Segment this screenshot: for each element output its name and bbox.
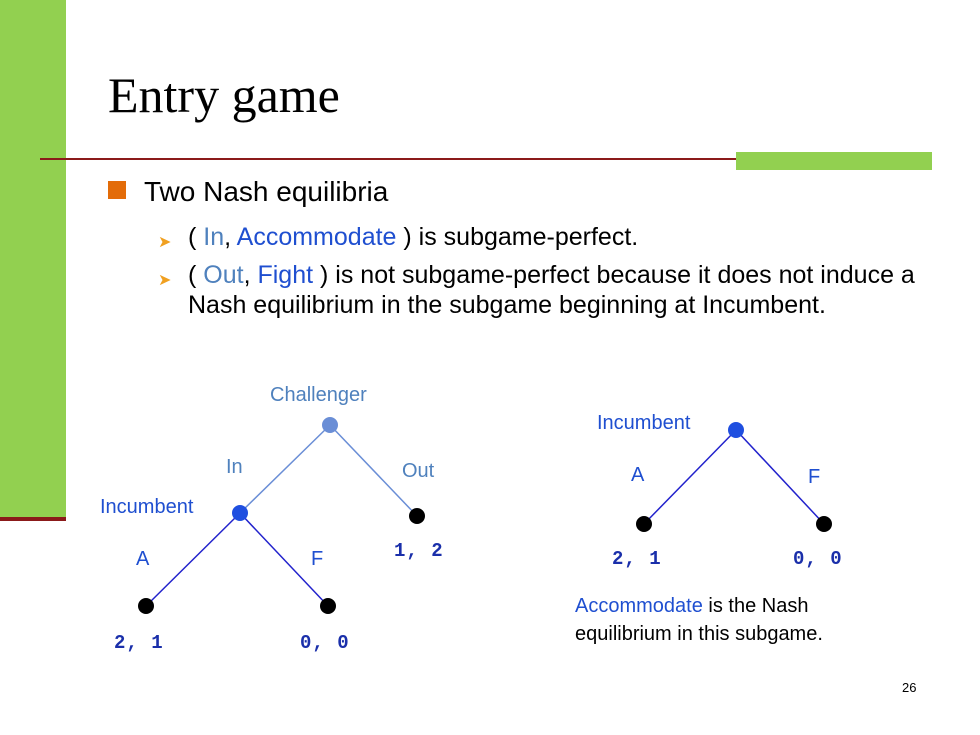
edge-f-1 xyxy=(239,512,329,607)
square-bullet-icon xyxy=(108,181,126,199)
incumbent-node-2 xyxy=(728,422,744,438)
left-accent-bar xyxy=(0,0,66,520)
caption-highlight: Accommodate xyxy=(575,595,703,617)
edge-a-1 xyxy=(145,512,241,607)
bullet-text: Two Nash equilibria xyxy=(144,176,389,207)
sub-bullet-2-text: ( Out, Fight ) is not subgame-perfect be… xyxy=(188,261,915,319)
subgame-caption: Accommodate is the Nash equilibrium in t… xyxy=(575,592,905,648)
arrow-bullet-icon: ➤ xyxy=(158,234,172,251)
payoff-a-2: 2, 1 xyxy=(612,548,662,570)
incumbent-label-2: Incumbent xyxy=(597,412,691,434)
f-label-2: F xyxy=(808,466,821,488)
edge-a-2 xyxy=(643,429,737,525)
sub-bullet-1-text: ( In, Accommodate ) is subgame-perfect. xyxy=(188,223,639,251)
edge-out xyxy=(329,424,418,517)
strategy-accommodate: Accommodate xyxy=(236,223,397,251)
terminal-node-a-2 xyxy=(636,516,652,532)
payoff-out: 1, 2 xyxy=(394,540,444,562)
payoff-a-1: 2, 1 xyxy=(114,632,164,654)
terminal-node-out xyxy=(409,508,425,524)
payoff-f-1: 0, 0 xyxy=(300,632,350,654)
incumbent-label-1: Incumbent xyxy=(100,496,194,518)
title-rule xyxy=(40,158,932,160)
strategy-in: In xyxy=(203,223,225,251)
left-bar-edge xyxy=(0,517,66,521)
rule-accent-tab xyxy=(736,152,932,170)
sub-bullet-2: ➤ ( Out, Fight ) is not subgame-perfect … xyxy=(158,260,918,320)
f-label-1: F xyxy=(311,548,324,570)
caption-rest: is the Nash equilibrium in this subgame. xyxy=(575,595,823,645)
a-label-1: A xyxy=(136,548,150,570)
out-label: Out xyxy=(402,460,435,482)
strategy-out: Out xyxy=(203,261,244,289)
terminal-node-f-2 xyxy=(816,516,832,532)
page-number: 26 xyxy=(902,680,917,695)
arrow-bullet-icon: ➤ xyxy=(158,272,172,289)
payoff-f-2: 0, 0 xyxy=(793,548,843,570)
sub-bullet-1: ➤ ( In, Accommodate ) is subgame-perfect… xyxy=(158,222,918,252)
a-label-2: A xyxy=(631,464,645,486)
slide-title: Entry game xyxy=(108,67,340,123)
terminal-node-f-1 xyxy=(320,598,336,614)
challenger-node xyxy=(322,417,338,433)
edge-in xyxy=(239,424,331,514)
bullet-two-nash: Two Nash equilibria xyxy=(108,176,388,208)
incumbent-node-1 xyxy=(232,505,248,521)
strategy-fight: Fight xyxy=(257,261,314,289)
edge-f-2 xyxy=(735,429,825,525)
terminal-node-a-1 xyxy=(138,598,154,614)
challenger-label: Challenger xyxy=(270,384,367,406)
in-label: In xyxy=(226,456,243,478)
